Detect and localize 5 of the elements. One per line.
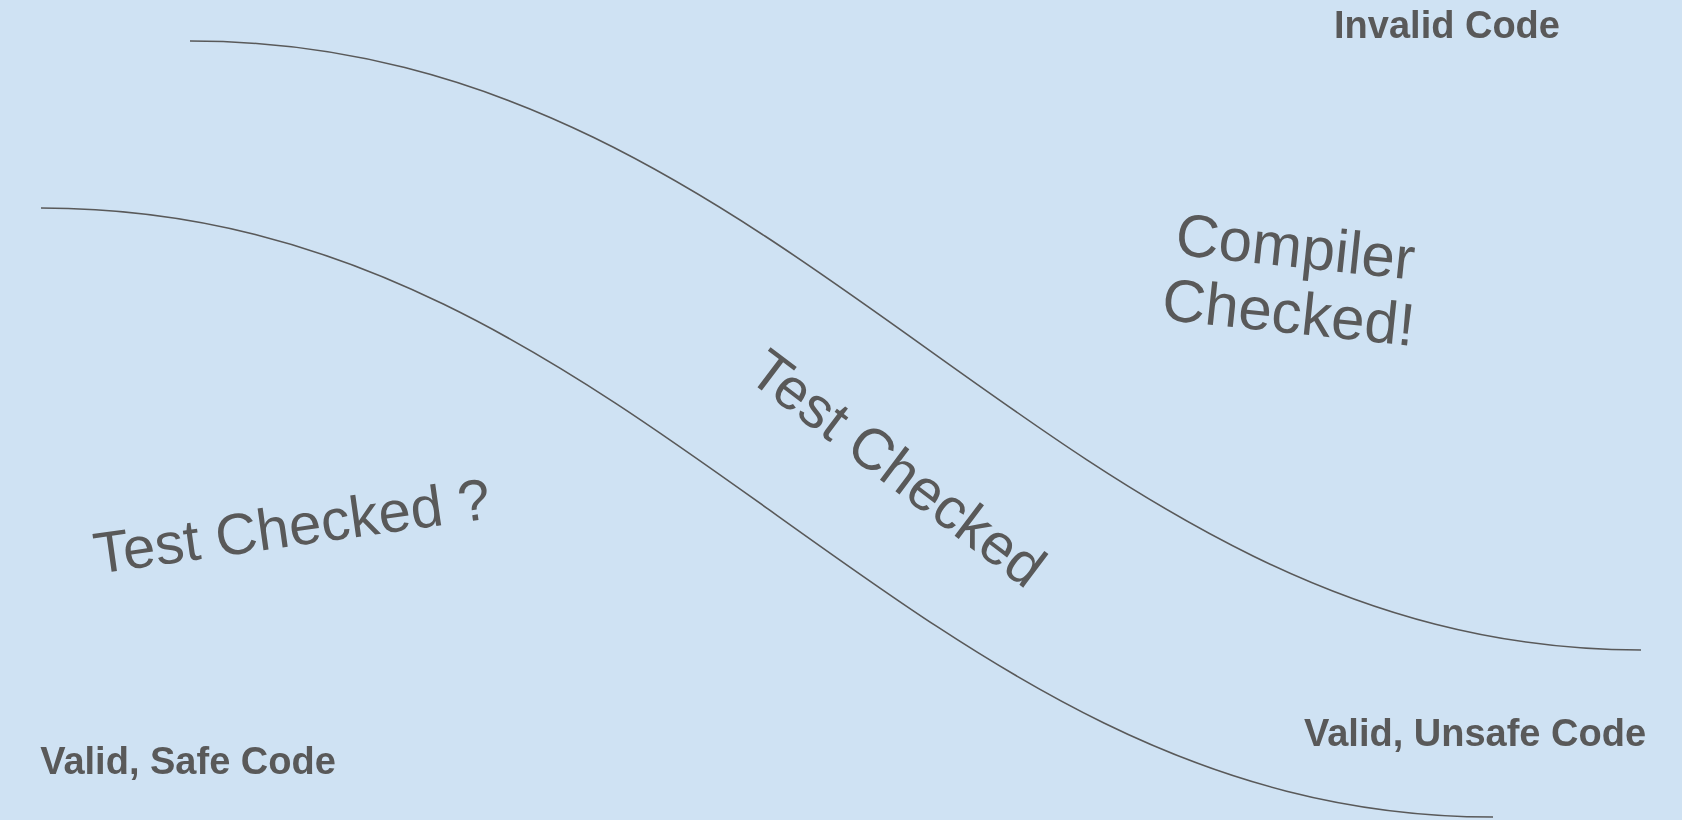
region-label: Invalid Code: [1334, 5, 1560, 47]
check-label: Compiler Checked!: [1158, 199, 1420, 361]
check-label: Test Checked ?: [89, 466, 495, 586]
region-label: Valid, Safe Code: [40, 741, 336, 783]
region-label: Valid, Unsafe Code: [1303, 713, 1647, 755]
